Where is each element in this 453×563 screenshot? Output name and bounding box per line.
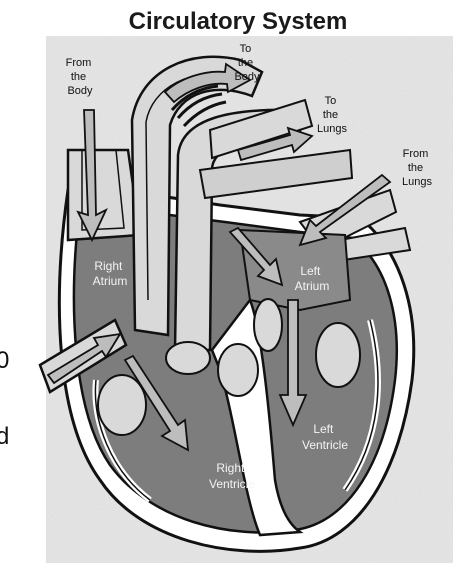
- label-right-atrium: Right Atrium: [93, 259, 128, 288]
- tricuspid-valve: [98, 375, 146, 435]
- superior-vena-cava: [68, 150, 140, 240]
- mitral-valve: [254, 299, 282, 351]
- edge-glyph-d: d: [0, 423, 9, 450]
- edge-glyph-zero: 0: [0, 347, 9, 374]
- pulmonary-valve: [166, 342, 210, 374]
- left-papillary-1: [316, 323, 360, 387]
- left-atrium-chamber: [240, 230, 350, 310]
- right-papillary: [218, 344, 258, 396]
- diagram-title: Circulatory System: [129, 8, 348, 35]
